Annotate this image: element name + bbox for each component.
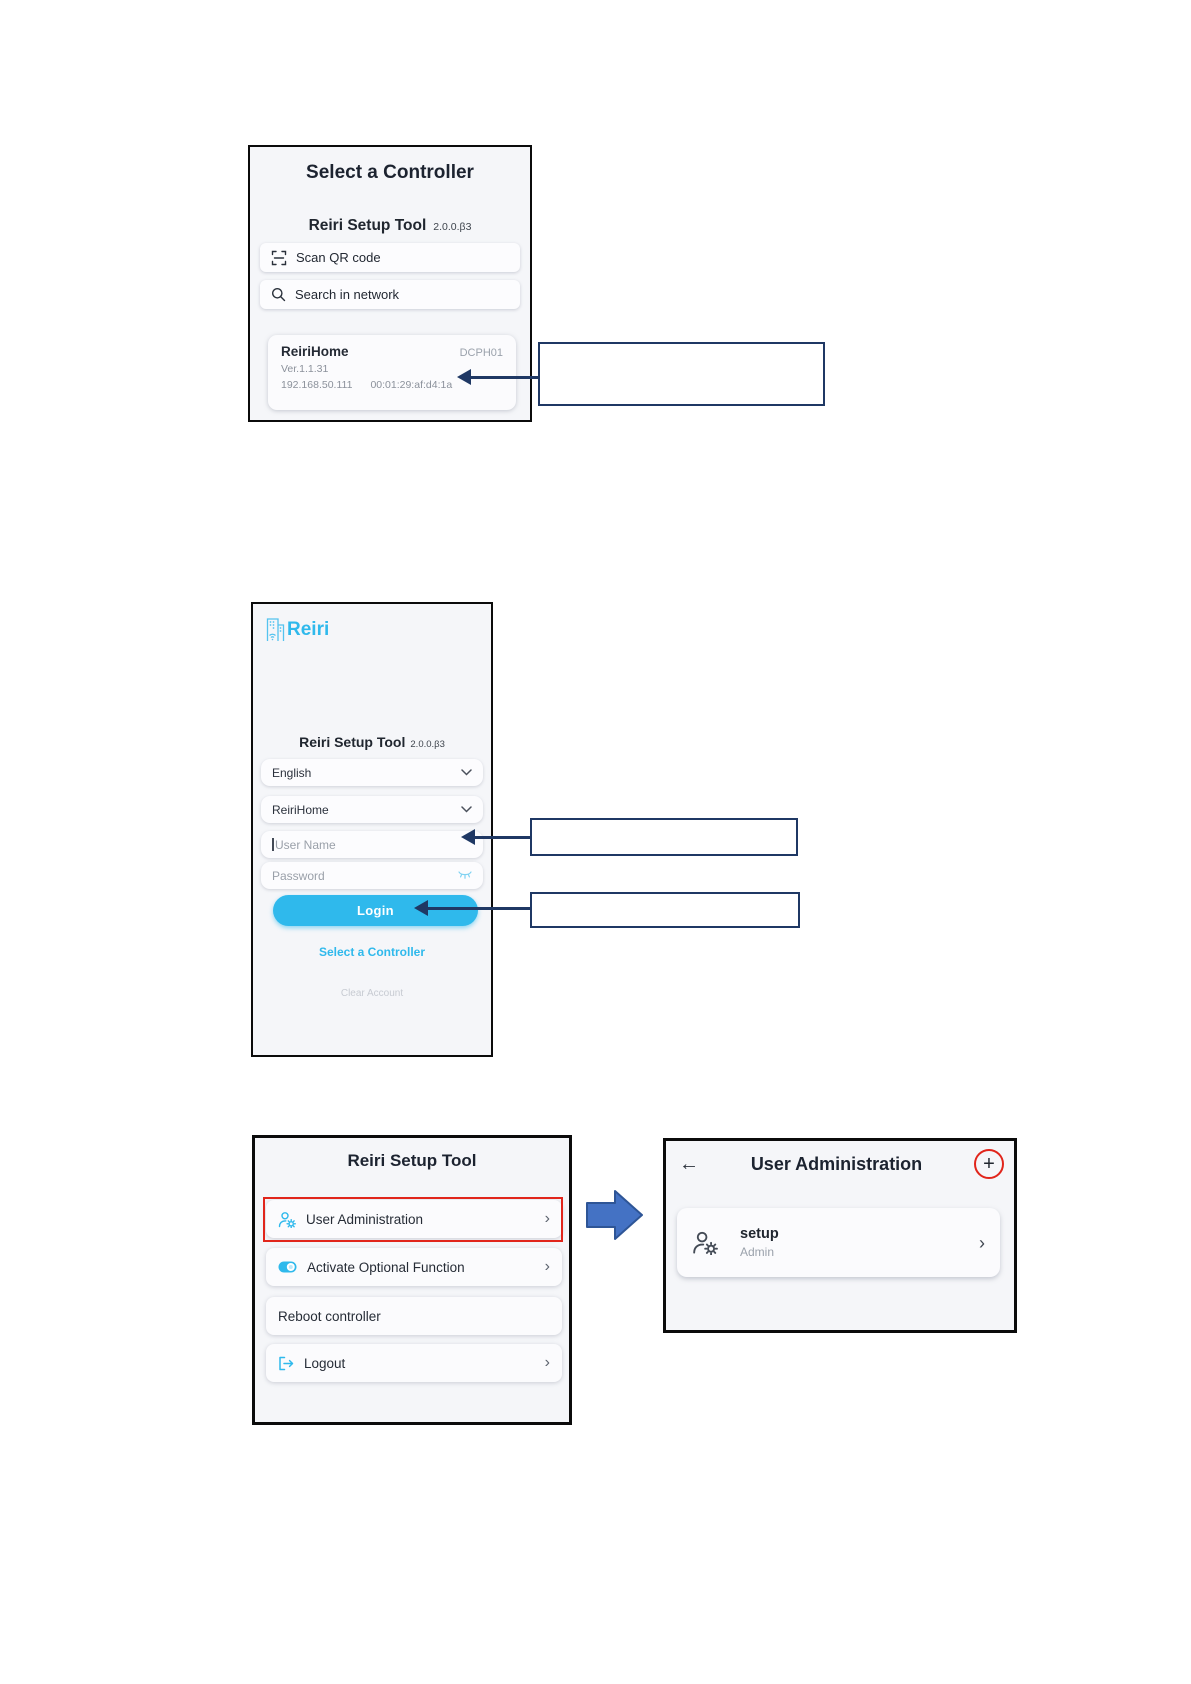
login-app-name-row: Reiri Setup Tool 2.0.0.β3 xyxy=(253,734,491,750)
annotation-arrowhead-username xyxy=(461,829,475,845)
search-network-label: Search in network xyxy=(295,287,400,302)
controller-value: ReiriHome xyxy=(272,802,329,817)
menu-item-label: Logout xyxy=(304,1355,346,1371)
app-name-row: Reiri Setup Tool 2.0.0.β3 xyxy=(250,217,530,235)
user-gear-icon xyxy=(278,1211,296,1228)
user-row[interactable]: setup Admin › xyxy=(677,1208,1000,1277)
setup-menu-title: Reiri Setup Tool xyxy=(347,1151,477,1170)
menu-item-activate-optional-function[interactable]: Activate Optional Function › xyxy=(266,1248,562,1286)
user-gear-icon-dark xyxy=(693,1231,718,1255)
select-controller-title: Select a Controller xyxy=(306,162,474,183)
password-input[interactable]: Password xyxy=(261,862,483,889)
qr-scan-icon xyxy=(271,250,287,265)
username-placeholder: User Name xyxy=(275,837,336,852)
app-name: Reiri Setup Tool xyxy=(308,217,427,234)
plus-icon: + xyxy=(983,1152,995,1175)
controller-select-panel: Select a Controller Reiri Setup Tool 2.0… xyxy=(248,145,532,422)
clear-account-link[interactable]: Clear Account xyxy=(340,988,404,999)
app-version: 2.0.0.β3 xyxy=(433,221,472,233)
annotation-arrow-login xyxy=(428,907,530,910)
menu-item-label: Reboot controller xyxy=(278,1308,381,1324)
controller-firmware: Ver.1.1.31 xyxy=(281,363,329,375)
setup-menu-panel: Reiri Setup Tool User Administration › A… xyxy=(252,1135,572,1425)
callout-box-login xyxy=(530,892,800,928)
login-panel: Reiri Reiri Setup Tool 2.0.0.β3 English … xyxy=(251,602,493,1057)
annotation-arrow-controller xyxy=(471,376,538,379)
annotation-arrowhead-controller xyxy=(457,369,471,385)
controller-model: DCPH01 xyxy=(459,347,503,359)
scan-qr-button[interactable]: Scan QR code xyxy=(260,243,520,272)
menu-item-label: Activate Optional Function xyxy=(307,1259,465,1275)
login-app-version: 2.0.0.β3 xyxy=(410,739,445,750)
search-network-button[interactable]: Search in network xyxy=(260,280,520,309)
chevron-right-icon: › xyxy=(979,1232,985,1253)
callout-box-controller xyxy=(538,342,825,406)
language-value: English xyxy=(272,765,312,780)
add-user-button[interactable]: + xyxy=(974,1149,1004,1179)
text-caret xyxy=(272,838,274,851)
search-icon xyxy=(272,288,286,302)
chevron-right-icon: › xyxy=(544,1354,550,1371)
scan-qr-label: Scan QR code xyxy=(296,250,381,265)
user-admin-panel: ← User Administration + setup Admin › xyxy=(663,1138,1017,1333)
controller-select-dropdown[interactable]: ReiriHome xyxy=(261,796,483,823)
eye-closed-icon[interactable] xyxy=(458,871,472,880)
toggle-icon xyxy=(278,1261,297,1273)
controller-name: ReiriHome xyxy=(281,344,349,359)
back-arrow-icon[interactable]: ← xyxy=(679,1153,699,1175)
controller-mac: 00:01:29:af:d4:1a xyxy=(370,379,453,391)
brand-logo: Reiri xyxy=(265,617,329,643)
user-admin-title: User Administration xyxy=(750,1153,923,1174)
login-button[interactable]: Login xyxy=(273,895,478,926)
menu-item-logout[interactable]: Logout › xyxy=(266,1344,562,1382)
password-placeholder: Password xyxy=(272,868,325,883)
chevron-right-icon: › xyxy=(544,1210,550,1227)
language-select[interactable]: English xyxy=(261,759,483,786)
menu-item-user-administration[interactable]: User Administration › xyxy=(266,1200,562,1238)
logout-icon xyxy=(279,1356,294,1370)
brand-name: Reiri xyxy=(287,619,330,640)
user-role: Admin xyxy=(740,1245,775,1259)
annotation-arrow-username xyxy=(475,836,530,839)
chevron-down-icon xyxy=(461,769,472,776)
annotation-arrowhead-login xyxy=(414,900,428,916)
username-input[interactable]: User Name xyxy=(261,831,483,858)
chevron-down-icon xyxy=(461,806,472,813)
menu-item-reboot-controller[interactable]: Reboot controller xyxy=(266,1297,562,1335)
building-icon xyxy=(266,618,285,641)
select-controller-link[interactable]: Select a Controller xyxy=(318,945,426,959)
menu-item-label: User Administration xyxy=(306,1211,424,1227)
flow-arrow xyxy=(586,1190,643,1240)
controller-ip: 192.168.50.111 xyxy=(281,379,353,391)
callout-box-username xyxy=(530,818,798,856)
login-app-name: Reiri Setup Tool xyxy=(299,734,406,750)
user-admin-header: ← User Administration + xyxy=(679,1148,1004,1180)
controller-card[interactable]: ReiriHome DCPH01 Ver.1.1.31 192.168.50.1… xyxy=(268,335,516,410)
user-name: setup xyxy=(740,1226,779,1242)
chevron-right-icon: › xyxy=(544,1258,550,1275)
